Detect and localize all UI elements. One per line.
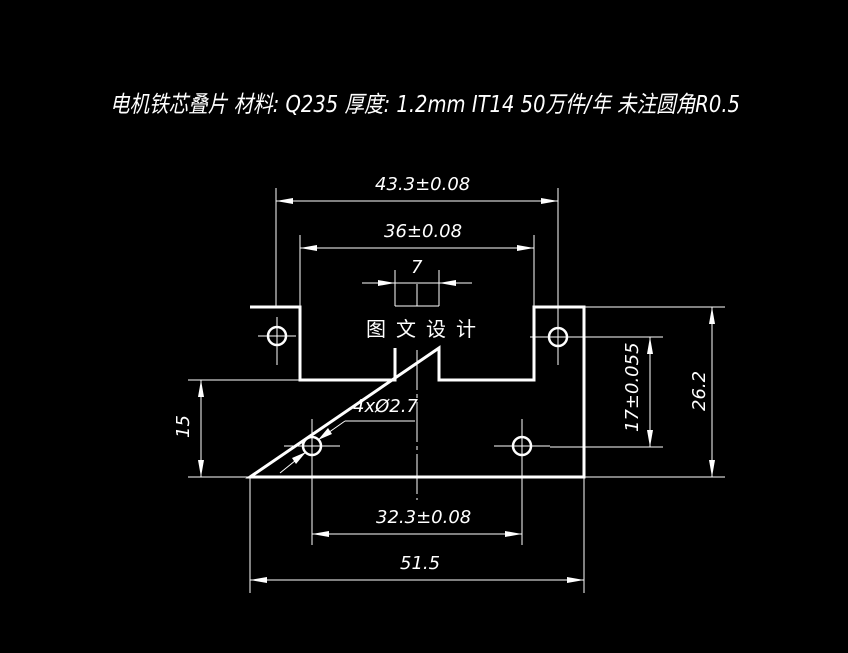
dim-text: 32.3±0.08 — [376, 507, 471, 528]
dim-right-hole-spacing: 17±0.055 — [550, 336, 663, 448]
dim-top-inner-width: 36±0.08 — [299, 221, 535, 306]
dim-text: 15 — [173, 415, 194, 438]
hole-bottom-left — [284, 419, 340, 545]
dim-text: 4xØ2.7 — [353, 396, 418, 417]
dim-text: 26.2 — [689, 371, 710, 411]
hole-callout-leader: 4xØ2.7 — [279, 396, 418, 474]
hole-top-left — [258, 317, 296, 365]
dim-top-outer-width: 43.3±0.08 — [275, 174, 559, 306]
dim-bottom-hole-spacing: 32.3±0.08 — [312, 507, 522, 537]
dim-text: 7 — [411, 257, 423, 278]
hole-top-right — [530, 290, 590, 365]
dim-text: 36±0.08 — [384, 221, 462, 242]
dim-center-slot: 7 — [362, 257, 472, 307]
dim-text: 43.3±0.08 — [375, 174, 470, 195]
watermark: 图文设计 — [366, 317, 486, 341]
drawing-title: 电机铁芯叠片 材料: Q235 厚度: 1.2mm IT14 50万件/年 未注… — [110, 92, 740, 118]
dim-left-height: 15 — [173, 379, 300, 478]
hole-bottom-right — [494, 419, 550, 545]
dim-text: 17±0.055 — [622, 342, 643, 432]
dim-text: 51.5 — [400, 553, 440, 574]
dim-overall-height: 26.2 — [584, 306, 725, 478]
dim-overall-width: 51.5 — [249, 477, 585, 593]
